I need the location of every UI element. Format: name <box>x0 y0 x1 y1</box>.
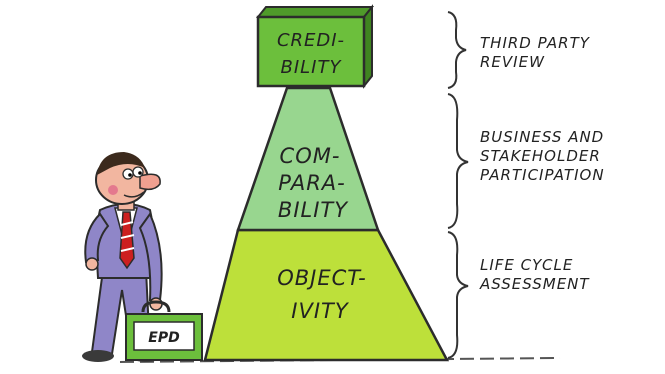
pyramid-level-credibility <box>256 15 366 88</box>
brace-middle <box>447 93 469 229</box>
credibility-label-line2: BILITY <box>281 57 343 78</box>
objectivity-label-line2: IVITY <box>291 299 350 323</box>
annotation-third-party-line2: REVIEW <box>480 53 545 71</box>
comparability-label-line2: PARA- <box>278 171 346 195</box>
annotation-business-line1: BUSINESS AND <box>480 128 604 146</box>
pyramid-level-objectivity <box>203 228 450 362</box>
annotation-lca-line2: ASSESSMENT <box>479 275 590 293</box>
brace-top <box>447 11 467 89</box>
brace-bottom <box>447 231 469 359</box>
annotation-third-party-line1: THIRD PARTY <box>480 34 591 52</box>
epd-briefcase: EPD <box>125 300 203 361</box>
credibility-block-top-face <box>255 6 375 18</box>
objectivity-label-line1: OBJECT- <box>277 266 366 290</box>
annotation-business-line3: PARTICIPATION <box>480 166 605 184</box>
comparability-label-line1: COM- <box>280 144 341 168</box>
briefcase-label: EPD <box>148 330 179 346</box>
annotation-business-line2: STAKEHOLDER <box>480 147 601 165</box>
credibility-label-line1: CREDI- <box>277 30 345 51</box>
annotation-lca-line1: LIFE CYCLE <box>480 256 573 274</box>
pyramid-level-comparability <box>236 86 380 232</box>
comparability-label-line3: BILITY <box>278 198 349 222</box>
